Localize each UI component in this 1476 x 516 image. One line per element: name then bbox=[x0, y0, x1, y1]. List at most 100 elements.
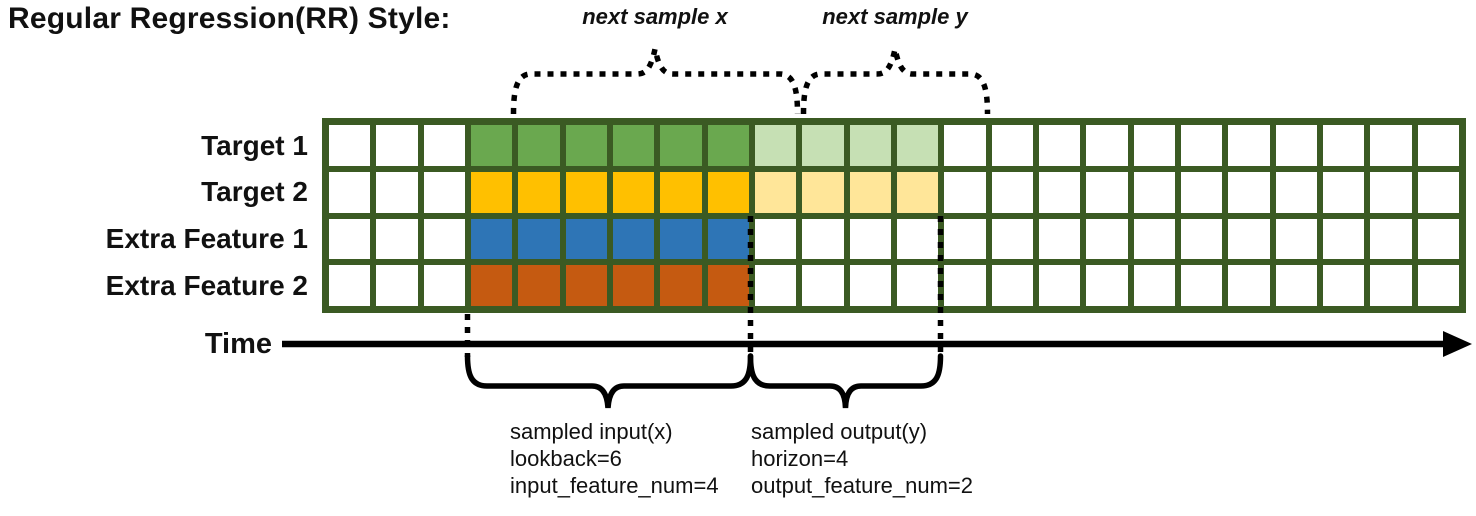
grid-cell bbox=[754, 218, 797, 260]
sampled-input-line2: lookback=6 bbox=[510, 446, 622, 471]
row-label-extra-feature-2: Extra Feature 2 bbox=[105, 269, 308, 301]
row-label-extra-feature-1: Extra Feature 1 bbox=[105, 223, 308, 254]
grid-cell bbox=[660, 171, 702, 213]
grid-cell bbox=[329, 125, 371, 166]
grid-cell bbox=[1275, 218, 1317, 260]
grid-cell bbox=[754, 265, 797, 306]
grid-cell bbox=[896, 265, 939, 306]
grid-cell bbox=[1275, 125, 1317, 166]
grid-cell bbox=[1086, 218, 1128, 260]
grid-cell bbox=[802, 125, 844, 166]
grid-cell bbox=[423, 171, 465, 213]
grid-cell bbox=[802, 218, 844, 260]
grid-cell bbox=[1370, 171, 1412, 213]
grid-cell bbox=[470, 125, 513, 166]
grid-cell bbox=[707, 265, 749, 306]
grid-cell bbox=[1038, 125, 1081, 166]
grid-cell bbox=[1322, 218, 1365, 260]
grid-cell bbox=[470, 265, 513, 306]
next-sample-y-brace-icon bbox=[800, 48, 991, 115]
grid-cell bbox=[707, 125, 749, 166]
grid-cell bbox=[329, 171, 371, 213]
grid-cell bbox=[944, 218, 986, 260]
grid-cell bbox=[565, 171, 607, 213]
grid-cell bbox=[991, 218, 1033, 260]
grid-cell bbox=[660, 265, 702, 306]
grid-cell bbox=[612, 265, 655, 306]
grid-cell bbox=[660, 218, 702, 260]
grid-cell bbox=[1228, 218, 1270, 260]
grid-cell bbox=[802, 265, 844, 306]
sampled-output-annotation: sampled output(y) horizon=4 output_featu… bbox=[751, 418, 973, 499]
grid-cell bbox=[944, 125, 986, 166]
grid-cell bbox=[518, 218, 560, 260]
grid-cell bbox=[612, 218, 655, 260]
grid-cell bbox=[565, 218, 607, 260]
sampled-output-underbrace-icon bbox=[747, 353, 944, 409]
sampled-output-line1: sampled output(y) bbox=[751, 419, 928, 444]
grid-cell bbox=[1038, 171, 1081, 213]
grid-cell bbox=[1086, 171, 1128, 213]
grid-cell bbox=[565, 265, 607, 306]
sampled-input-underbrace-icon bbox=[464, 353, 754, 409]
grid-cell bbox=[849, 265, 891, 306]
grid-cell bbox=[896, 125, 939, 166]
grid-cell bbox=[518, 125, 560, 166]
grid-cell bbox=[329, 265, 371, 306]
grid-cell bbox=[1370, 265, 1412, 306]
grid-cell bbox=[1370, 125, 1412, 166]
row-label-target-1: Target 1 bbox=[201, 129, 308, 161]
grid-cell bbox=[754, 171, 797, 213]
grid-cell bbox=[1322, 125, 1365, 166]
timeseries-grid bbox=[322, 118, 1466, 313]
grid-cell bbox=[849, 125, 891, 166]
sampled-input-annotation: sampled input(x) lookback=6 input_featur… bbox=[510, 418, 719, 499]
grid-cell bbox=[1322, 265, 1365, 306]
grid-cell bbox=[376, 218, 418, 260]
grid-cell bbox=[376, 265, 418, 306]
grid-cell bbox=[565, 125, 607, 166]
grid-cell bbox=[1180, 171, 1223, 213]
grid-cell bbox=[1038, 218, 1081, 260]
grid-cell bbox=[1228, 125, 1270, 166]
sampled-input-line1: sampled input(x) bbox=[510, 419, 673, 444]
grid-cell bbox=[896, 218, 939, 260]
grid-cell bbox=[1180, 218, 1223, 260]
grid-cell bbox=[1086, 265, 1128, 306]
grid-cell bbox=[1417, 265, 1459, 306]
grid-cell bbox=[423, 125, 465, 166]
time-arrow-head-icon bbox=[1443, 331, 1472, 357]
grid-cell bbox=[1038, 265, 1081, 306]
grid-cell bbox=[754, 125, 797, 166]
grid-cell bbox=[1417, 218, 1459, 260]
grid-cell bbox=[1275, 265, 1317, 306]
sampled-input-line3: input_feature_num=4 bbox=[510, 473, 719, 498]
grid-cell bbox=[1417, 125, 1459, 166]
grid-cell bbox=[1133, 218, 1175, 260]
grid-cell bbox=[1322, 171, 1365, 213]
grid-cell bbox=[849, 171, 891, 213]
diagram-title: Regular Regression(RR) Style: bbox=[8, 2, 451, 35]
grid-cell bbox=[470, 171, 513, 213]
next-sample-y-label: next sample y bbox=[822, 4, 968, 29]
time-axis-label: Time bbox=[204, 328, 272, 360]
sampled-output-line2: horizon=4 bbox=[751, 446, 849, 471]
grid-cell bbox=[612, 125, 655, 166]
grid-cell bbox=[376, 125, 418, 166]
grid-cell bbox=[991, 171, 1033, 213]
grid-cell bbox=[707, 218, 749, 260]
grid-cell bbox=[1133, 265, 1175, 306]
grid-cell bbox=[612, 171, 655, 213]
grid-cell bbox=[1228, 265, 1270, 306]
grid-cell bbox=[518, 171, 560, 213]
grid-cell bbox=[1180, 125, 1223, 166]
grid-cell bbox=[849, 218, 891, 260]
grid-cell bbox=[944, 265, 986, 306]
grid-cell bbox=[1133, 171, 1175, 213]
grid-cell bbox=[1228, 171, 1270, 213]
grid-cell bbox=[518, 265, 560, 306]
grid-cell bbox=[1133, 125, 1175, 166]
grid-cell bbox=[1180, 265, 1223, 306]
grid-cell bbox=[1417, 171, 1459, 213]
grid-cell bbox=[896, 171, 939, 213]
